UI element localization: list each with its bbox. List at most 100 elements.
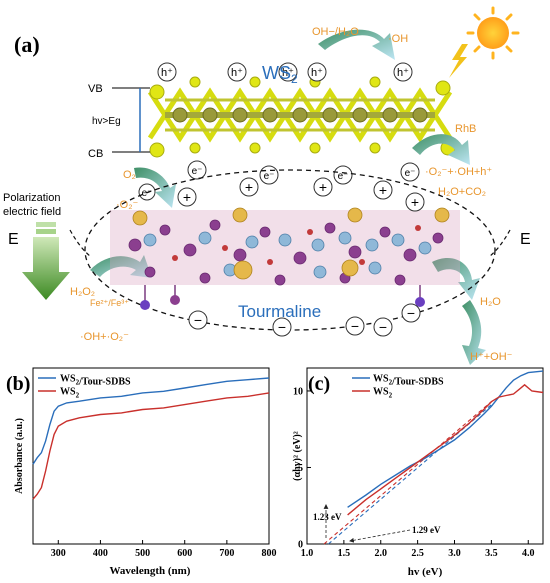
y-tick-label: 10 [293,386,303,397]
panel-b-series [32,377,270,500]
rhb-text: RhB [455,123,476,135]
panel-b-x-axis: 300 400 500 600 700 800 [51,540,277,559]
h2o2-text: H₂O₂ [70,286,95,298]
x-tick-label: 800 [262,548,277,559]
panel-c-tangent-lines [323,401,492,545]
panel-b-label: (b) [6,373,30,395]
fe-text: Fe²⁺/Fe³⁺ [90,298,129,308]
minus-charge-4: − [379,319,387,335]
hole-2: h⁺ [231,67,243,79]
polarization-text-2: electric field [3,206,61,218]
y-tick-label: 0 [298,540,303,551]
minus-charge-5: − [407,305,415,321]
x-tick-label: 3.5 [485,548,498,559]
hole-3: h⁺ [282,67,294,79]
minus-charge-3: − [351,318,359,334]
oh-o2-text: ·OH+·O₂⁻ [80,331,129,343]
e-field-left: E [8,231,19,248]
panel-c-axes: 1.0 1.5 2.0 2.5 3.0 3.5 4.0 0 5 10 [293,386,535,559]
lightning-icon [449,44,468,78]
plus-charge-3: + [319,179,327,195]
panel-c-annotations: 1.23 eV 1.29 eV [313,504,441,543]
rhb-products-text: ·O₂⁻+·OH+h⁺ [425,166,492,178]
hole-5: h⁺ [397,67,409,79]
minus-charge-2: − [278,319,286,335]
x-tick-label: 400 [93,548,108,559]
band-diagram: VB CB hv>Eg [88,83,150,160]
plus-charge-2: + [245,179,253,195]
e-field-right: E [520,231,531,248]
series-line [32,377,270,465]
panel-a: (a) [3,6,531,365]
field-arrow-icon [22,222,70,300]
electron-3: e⁻ [338,171,349,182]
minus-charge-1: − [194,312,202,328]
legend-label: WS2/Tour-SDBS [373,374,444,388]
tangent-line [323,401,492,545]
oh-water-text: OH−/H₂O [312,26,359,38]
x-tick-label: 2.5 [411,548,424,559]
panel-c-series [347,370,544,516]
x-tick-label: 1.0 [301,548,314,559]
plus-charge-5: + [411,194,419,210]
panel-b-ylabel: Absorbance (a.u.) [14,418,25,494]
o2-text: O₂ [123,169,136,181]
x-tick-label: 4.0 [522,548,535,559]
series-line [32,392,270,500]
vb-label: VB [88,83,103,95]
legend-label: WS2 [373,387,393,400]
ws2-title: WS2 [262,63,298,86]
tourmaline-crystal [110,207,460,310]
rhb-curved-arrow [412,134,470,165]
x-tick-label: 2.0 [375,548,388,559]
annotation-1-29ev: 1.29 eV [412,525,441,535]
sun-icon [466,6,520,60]
electron-4: e⁻ [405,168,416,179]
legend-label: WS2/Tour-SDBS [60,374,131,388]
x-tick-label: 300 [51,548,66,559]
x-tick-label: 700 [219,548,234,559]
ws2-layer [147,76,456,158]
gap-label: hv>Eg [92,116,121,127]
x-tick-label: 600 [177,548,192,559]
h2o-right-text: H₂O [480,296,501,308]
oh-radical-text: ·OH [388,33,408,45]
annotation-1-23ev: 1.23 eV [313,512,342,522]
panel-a-label: (a) [14,32,40,57]
hole-4: h⁺ [311,67,323,79]
electron-5: e⁻ [142,188,153,199]
polarization-text-1: Polarization [3,192,60,204]
panel-b-xlabel: Wavelength (nm) [110,565,191,577]
y-tick-label: 5 [298,463,303,474]
h2o-co2-text: H₂O+CO₂ [438,186,486,198]
o2-radical-text: ·O₂⁻ [116,199,138,211]
plus-charge-4: + [379,182,387,198]
panel-c-label: (c) [308,373,330,395]
oh-curved-arrow [318,29,395,60]
o2-curved-arrow [134,167,176,208]
h2o2-curved-arrow [90,255,152,278]
series-line [347,383,544,516]
x-tick-label: 1.5 [338,548,351,559]
hole-1: h⁺ [161,67,173,79]
cb-label: CB [88,148,103,160]
panel-c: (c) 1.0 1.5 2.0 2.5 3.0 3.5 4.0 0 5 10 WS2/Tour-S… [292,367,544,578]
panel-c-plot-frame [306,367,544,545]
h-oh-text: H⁺+OH⁻ [470,351,513,363]
electron-2: e⁻ [264,171,275,182]
panel-c-xlabel: hv (eV) [408,566,443,578]
h2o-split-arrow [462,300,486,365]
panel-b-plot-frame [32,367,270,545]
electron-1: e⁻ [192,166,203,177]
plus-charge-1: + [183,189,191,205]
x-tick-label: 3.0 [448,548,461,559]
series-line [347,370,544,508]
x-tick-label: 500 [135,548,150,559]
tourmaline-title: Tourmaline [238,302,321,321]
legend-label: WS2 [60,387,80,400]
panel-c-ylabel: (αhv)² (eV)² [292,431,303,481]
